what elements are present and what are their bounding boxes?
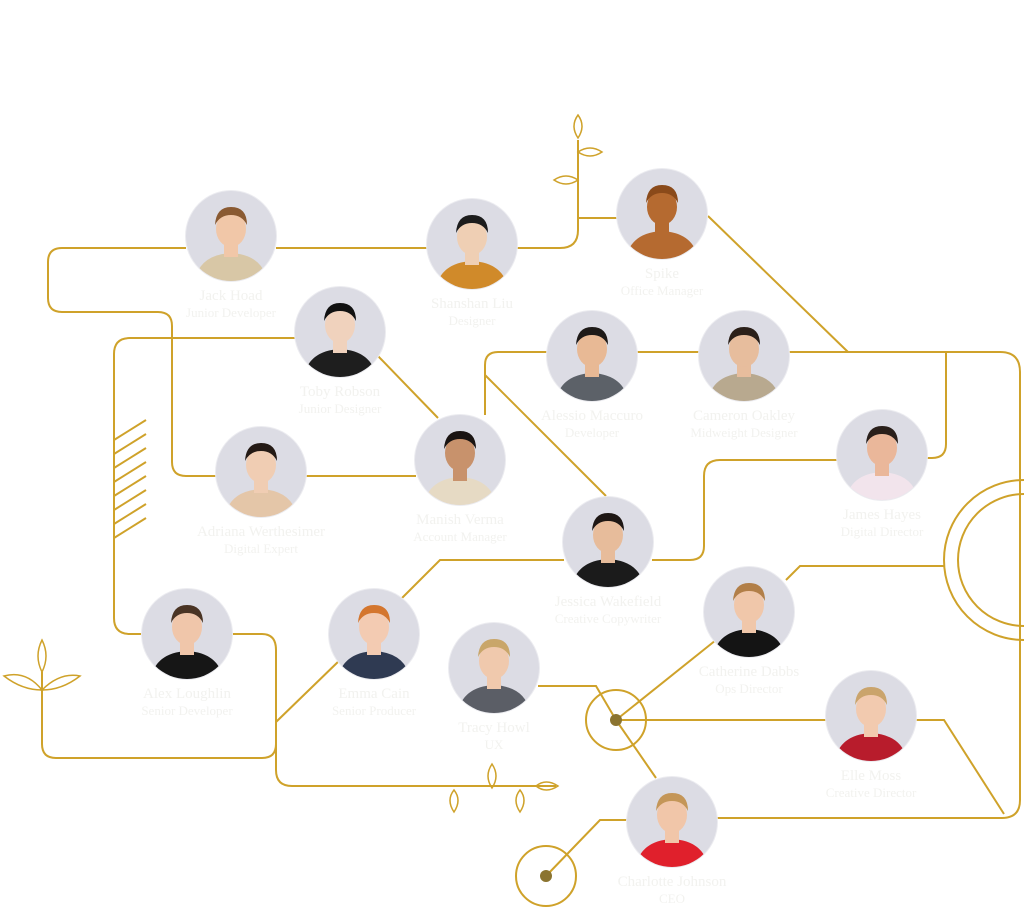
member-role: Creative Copywriter: [554, 611, 662, 626]
member-role: Digital Expert: [223, 541, 298, 556]
member-name: Adriana Werthesimer: [196, 524, 326, 540]
avatar[interactable]: [449, 623, 539, 713]
avatar[interactable]: [186, 191, 276, 281]
avatar[interactable]: [627, 777, 717, 867]
avatar[interactable]: [142, 589, 232, 679]
member-name: James Hayes: [843, 507, 921, 523]
member-role: Creative Director: [825, 785, 917, 800]
member-role: Developer: [564, 425, 620, 440]
member-role: CEO: [659, 891, 685, 906]
avatar[interactable]: [837, 410, 927, 500]
member-role: Junior Developer: [186, 305, 276, 320]
member-role: Designer: [448, 313, 496, 328]
member-name: Spike: [644, 266, 680, 282]
avatar[interactable]: [826, 671, 916, 761]
member-name: Alex Loughlin: [143, 686, 231, 702]
avatar[interactable]: [563, 497, 653, 587]
member-role: Midweight Designer: [690, 425, 798, 440]
avatar[interactable]: [216, 427, 306, 517]
member-role: Senior Developer: [141, 703, 233, 718]
member-name: Toby Robson: [299, 384, 381, 400]
member-name: Tracy Howl: [458, 720, 530, 736]
avatar[interactable]: [295, 287, 385, 377]
avatar[interactable]: [427, 199, 517, 289]
avatar[interactable]: [329, 589, 419, 679]
member-name: Shanshan Liu: [430, 296, 514, 312]
avatar[interactable]: [699, 311, 789, 401]
member-role: Account Manager: [413, 529, 507, 544]
member-role: Senior Producer: [331, 703, 417, 718]
member-name: Charlotte Johnson: [617, 874, 727, 890]
member-role: UX: [484, 737, 504, 752]
member-name: Alessio Maccuro: [540, 408, 644, 424]
member-role: Ops Director: [715, 681, 783, 696]
member-name: Manish Verma: [416, 512, 504, 528]
avatar[interactable]: [704, 567, 794, 657]
member-name: Cameron Oakley: [692, 408, 796, 424]
member-name: Elle Moss: [840, 768, 902, 784]
member-role: Office Manager: [620, 283, 704, 298]
avatar[interactable]: [617, 169, 707, 259]
member-role: Junior Designer: [298, 401, 382, 416]
member-name: Jessica Wakefield: [554, 594, 662, 610]
avatar[interactable]: [547, 311, 637, 401]
member-name: Catherine Dabbs: [698, 664, 800, 680]
avatar[interactable]: [415, 415, 505, 505]
member-role: Digital Director: [840, 524, 924, 539]
member-name: Jack Hoad: [199, 288, 263, 304]
member-name: Emma Cain: [338, 686, 410, 702]
